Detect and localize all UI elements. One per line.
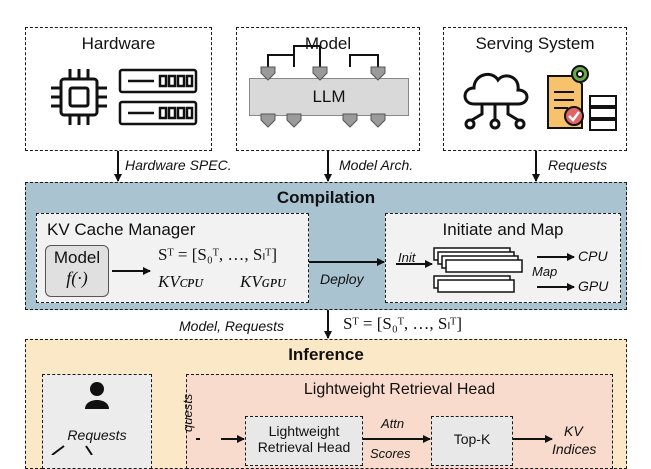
model-requests-label: Model, Requests [179,318,285,334]
kv-cpu-label: KVᴄᴘᴜ [158,272,203,291]
initiate-and-map-title: Initiate and Map [442,220,564,239]
memory-module-icon [118,68,198,126]
map-label: Map [532,264,558,279]
top-k-label: Top-K [453,431,491,447]
state-formula-transfer: Sᵀ = [S₀ᵀ, …, Sₗᵀ] [343,314,462,333]
serving-system-box: Serving System [443,27,627,151]
lw-box-line1: Lightweight [268,423,340,439]
cpu-chip-icon [51,69,107,125]
requests-label: Requests [548,157,608,173]
kv-gpu-label: KVɢᴘᴜ [240,272,286,291]
retrieval-head-title: Lightweight Retrieval Head [303,381,496,398]
model-title: Model [304,34,352,53]
user-icon [85,382,109,409]
cloud-network-icon [463,72,529,130]
requests-box: Requests [42,374,152,469]
hardware-title: Hardware [81,34,156,53]
llm-block: LLM [249,78,409,116]
model-function: f(·) [66,268,88,288]
connector-overlay [51,45,575,455]
state-formula: Sᵀ = [S₀ᵀ, …, Sₗᵀ] [158,245,277,264]
init-label: Init [398,250,416,265]
model-label: Model [53,248,101,267]
requests-box-label: Requests [67,427,127,443]
gpu-label: GPU [578,278,609,294]
kv-indices-line2: Indices [552,441,597,457]
cpu-label: CPU [578,248,608,264]
hardware-box: Hardware [25,27,212,151]
kv-indices-line1: KV [564,423,583,439]
serving-system-title: Serving System [475,34,595,53]
kv-cache-manager-title: KV Cache Manager [47,220,196,239]
document-gear-server-icon [547,65,617,131]
model-arch-label: Model Arch. [339,157,414,173]
inference-title: Inference [288,345,364,364]
model-function-box: Model f(·) [45,245,109,297]
deploy-label: Deploy [320,271,364,287]
lw-box-line2: Retrieval Head [257,439,351,455]
compilation-title: Compilation [276,188,376,207]
hardware-spec-label: Hardware SPEC. [125,157,232,173]
attn-label: Attn [381,416,405,431]
llm-label: LLM [312,87,346,106]
